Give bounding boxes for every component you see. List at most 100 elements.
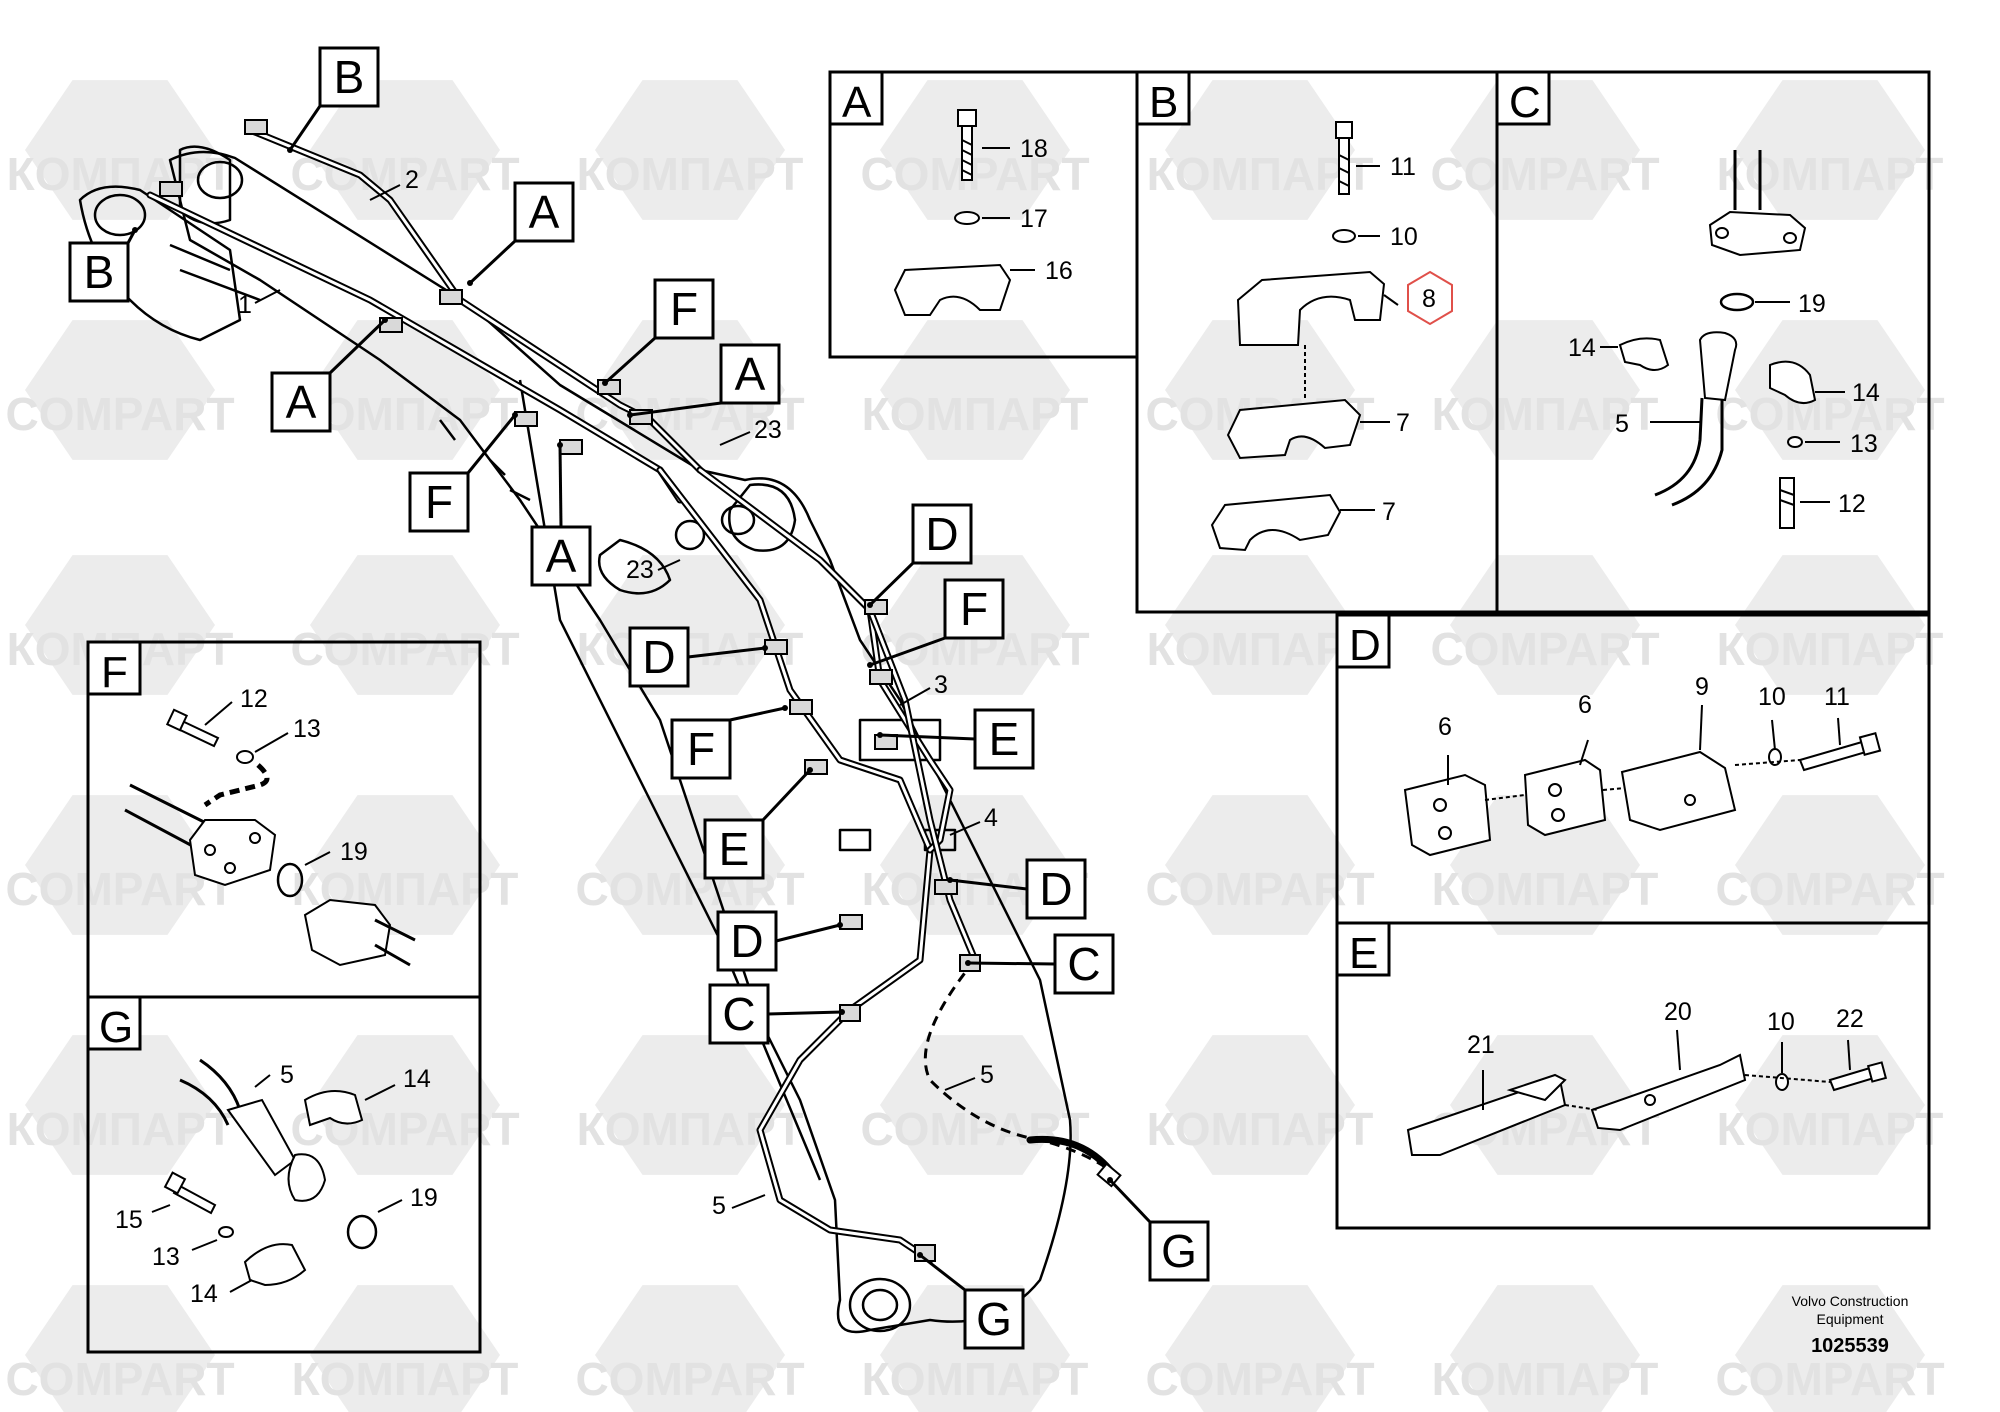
callout-leader-tip: [867, 662, 873, 668]
callout-g-1: G: [1107, 1177, 1210, 1282]
panel-a-part-17: 17: [1020, 205, 1048, 233]
callout-leader: [603, 336, 657, 385]
callout-leader: [775, 923, 841, 943]
watermark-text: КОМПАРТ: [1717, 623, 1944, 675]
watermark-text: КОМПАРТ: [577, 148, 804, 200]
watermark-hexagon: [1735, 80, 1925, 220]
watermark-hexagon: [25, 555, 215, 695]
panel-c-part-14-right: 14: [1852, 379, 1880, 407]
watermark-text: КОМПАРТ: [1432, 1353, 1659, 1405]
watermark-text: КОМПАРТ: [7, 148, 234, 200]
callout-letter: E: [989, 713, 1020, 765]
watermark-text: COMPART: [575, 1353, 804, 1405]
callout-f-3: F: [867, 578, 1005, 668]
panel-d-letter: D: [1349, 621, 1381, 670]
panel-b-part-8: 8: [1422, 285, 1436, 313]
callout-leader: [328, 318, 387, 375]
panel-a: A 18 17 16: [828, 70, 1139, 359]
watermark-text: COMPART: [1715, 388, 1944, 440]
callout-c-1: C: [965, 933, 1115, 995]
panel-a-letter: A: [842, 78, 872, 127]
callout-leader: [919, 1253, 966, 1292]
callout-leader-tip: [557, 442, 563, 448]
callout-letter: G: [976, 1293, 1012, 1345]
callout-leader: [1108, 1178, 1152, 1224]
watermark-text: COMPART: [575, 863, 804, 915]
panel-g-part-19: 19: [410, 1184, 438, 1212]
callout-box: [1148, 1220, 1210, 1282]
watermark-text: COMPART: [1715, 863, 1944, 915]
callout-leader-tip: [867, 602, 873, 608]
panel-e-part-21: 21: [1467, 1031, 1495, 1059]
label-5-lower: 5: [712, 1192, 726, 1220]
watermark-hexagon: [595, 1285, 785, 1412]
callout-box: [708, 983, 770, 1045]
watermark-hexagon: [880, 80, 1070, 220]
panel-g-part-14-bottom: 14: [190, 1280, 218, 1308]
callout-a-3: A: [627, 343, 781, 418]
callout-letter: C: [1067, 938, 1100, 990]
callout-d-3: D: [947, 858, 1087, 920]
callout-box: [408, 471, 470, 533]
watermark-text: COMPART: [860, 148, 1089, 200]
panel-c: C 19 14 14 5 13 12: [1495, 70, 1931, 614]
panel-g-part-5: 5: [280, 1061, 294, 1089]
callout-d-2: D: [628, 626, 768, 688]
callout-f-4: F: [670, 705, 788, 780]
panel-a-part-18: 18: [1020, 135, 1048, 163]
document-number: 1025539: [1811, 1335, 1889, 1357]
panel-b-hex-highlight: [1407, 270, 1453, 326]
callout-d-1: D: [867, 503, 973, 608]
callout-box: [973, 708, 1035, 770]
watermark-hexagon: [1735, 555, 1925, 695]
watermark-text: КОМПАРТ: [1432, 388, 1659, 440]
watermark-hexagon: [25, 1285, 215, 1412]
callout-leader-tip: [965, 960, 971, 966]
callout-letter: C: [722, 988, 755, 1040]
panel-e-part-10: 10: [1767, 1008, 1795, 1036]
watermark-hexagon: [310, 320, 500, 460]
watermark-text: КОМПАРТ: [292, 1353, 519, 1405]
watermark-text: КОМПАРТ: [1717, 148, 1944, 200]
label-5-dashed: 5: [980, 1061, 994, 1089]
callout-leader: [868, 561, 915, 607]
panel-b-part-7-upper: 7: [1396, 409, 1410, 437]
panel-d-part-10: 10: [1758, 683, 1786, 711]
panel-f-part-13: 13: [293, 715, 321, 743]
label-2: 2: [405, 166, 419, 194]
callout-box: [963, 1288, 1025, 1350]
panel-f-letter: F: [101, 648, 128, 697]
watermark-text: КОМПАРТ: [1147, 1103, 1374, 1155]
watermark-hexagon: [25, 795, 215, 935]
callout-leader-tip: [382, 317, 388, 323]
watermark-text: КОМПАРТ: [1147, 148, 1374, 200]
callout-box: [703, 818, 765, 880]
callout-b-left: B: [68, 227, 138, 303]
panel-e-letter: E: [1349, 929, 1378, 978]
watermark-hexagon: [310, 555, 500, 695]
callout-box: [68, 241, 130, 303]
callout-leader-tip: [947, 877, 953, 883]
main-part-numbers: 2 1 23 23 3 4 5 5: [238, 166, 998, 1220]
callout-letter: D: [925, 508, 958, 560]
callout-leader-tip: [837, 922, 843, 928]
callout-box: [270, 371, 332, 433]
panel-b: B 11 10 8 7 7: [1135, 70, 1499, 614]
callout-box: [653, 278, 715, 340]
callout-e-2: E: [703, 767, 813, 880]
callout-leader: [949, 878, 1028, 891]
watermark-hexagon: [595, 80, 785, 220]
panel-c-part-5: 5: [1615, 410, 1629, 438]
callout-leader-tip: [602, 380, 608, 386]
callout-leader: [729, 706, 786, 722]
callout-box: [943, 578, 1005, 640]
panel-d-part-9: 9: [1695, 673, 1709, 701]
panel-d-part-6-right: 6: [1578, 691, 1592, 719]
watermark-hexagon: [310, 1285, 500, 1412]
callout-a-1: A: [467, 181, 575, 286]
callout-letter: B: [334, 51, 365, 103]
callout-leader-tip: [627, 412, 633, 418]
panel-d-part-6-left: 6: [1438, 713, 1452, 741]
